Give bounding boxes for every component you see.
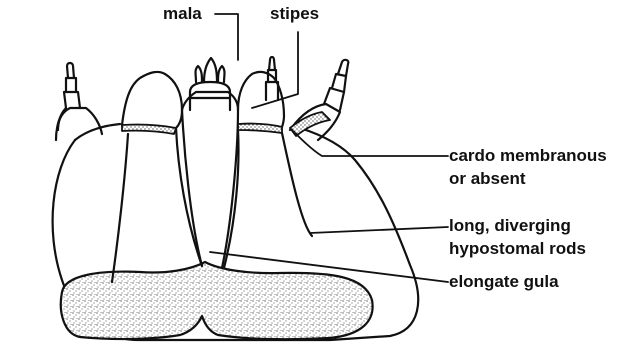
left-palp-seg2 <box>64 92 80 108</box>
label-cardo-line2: or absent <box>449 169 526 189</box>
rods-leader <box>310 227 448 233</box>
label-gula: elongate gula <box>449 272 559 292</box>
ligula <box>204 58 217 82</box>
label-cardo-line1: cardo membranous <box>449 146 607 166</box>
labial-palp-left <box>196 66 203 82</box>
labium-mentum <box>190 82 230 110</box>
right-maxillary-palp-base <box>266 82 278 100</box>
left-cardo-band <box>122 125 176 134</box>
head-capsule-left-top <box>75 124 120 140</box>
right-cardo-band <box>238 124 282 133</box>
right-maxillary-palp-tip <box>269 57 275 70</box>
right-antenna-seg2 <box>324 88 344 110</box>
labium-left-edge <box>182 110 202 266</box>
labial-palp-right <box>218 66 225 82</box>
label-mala: mala <box>163 4 202 24</box>
label-rods-line2: hypostomal rods <box>449 239 586 259</box>
left-stipes <box>122 72 182 128</box>
left-hypostomal-rod <box>112 134 128 282</box>
left-palp-seg3 <box>66 78 76 92</box>
label-rods-line1: long, diverging <box>449 216 571 236</box>
left-palp-tip <box>67 63 74 78</box>
mala-leader <box>215 14 238 60</box>
gula-sclerite <box>61 262 373 339</box>
right-antenna-tip <box>338 60 348 76</box>
label-stipes: stipes <box>270 4 319 24</box>
right-hypostomal-rod <box>282 133 312 236</box>
